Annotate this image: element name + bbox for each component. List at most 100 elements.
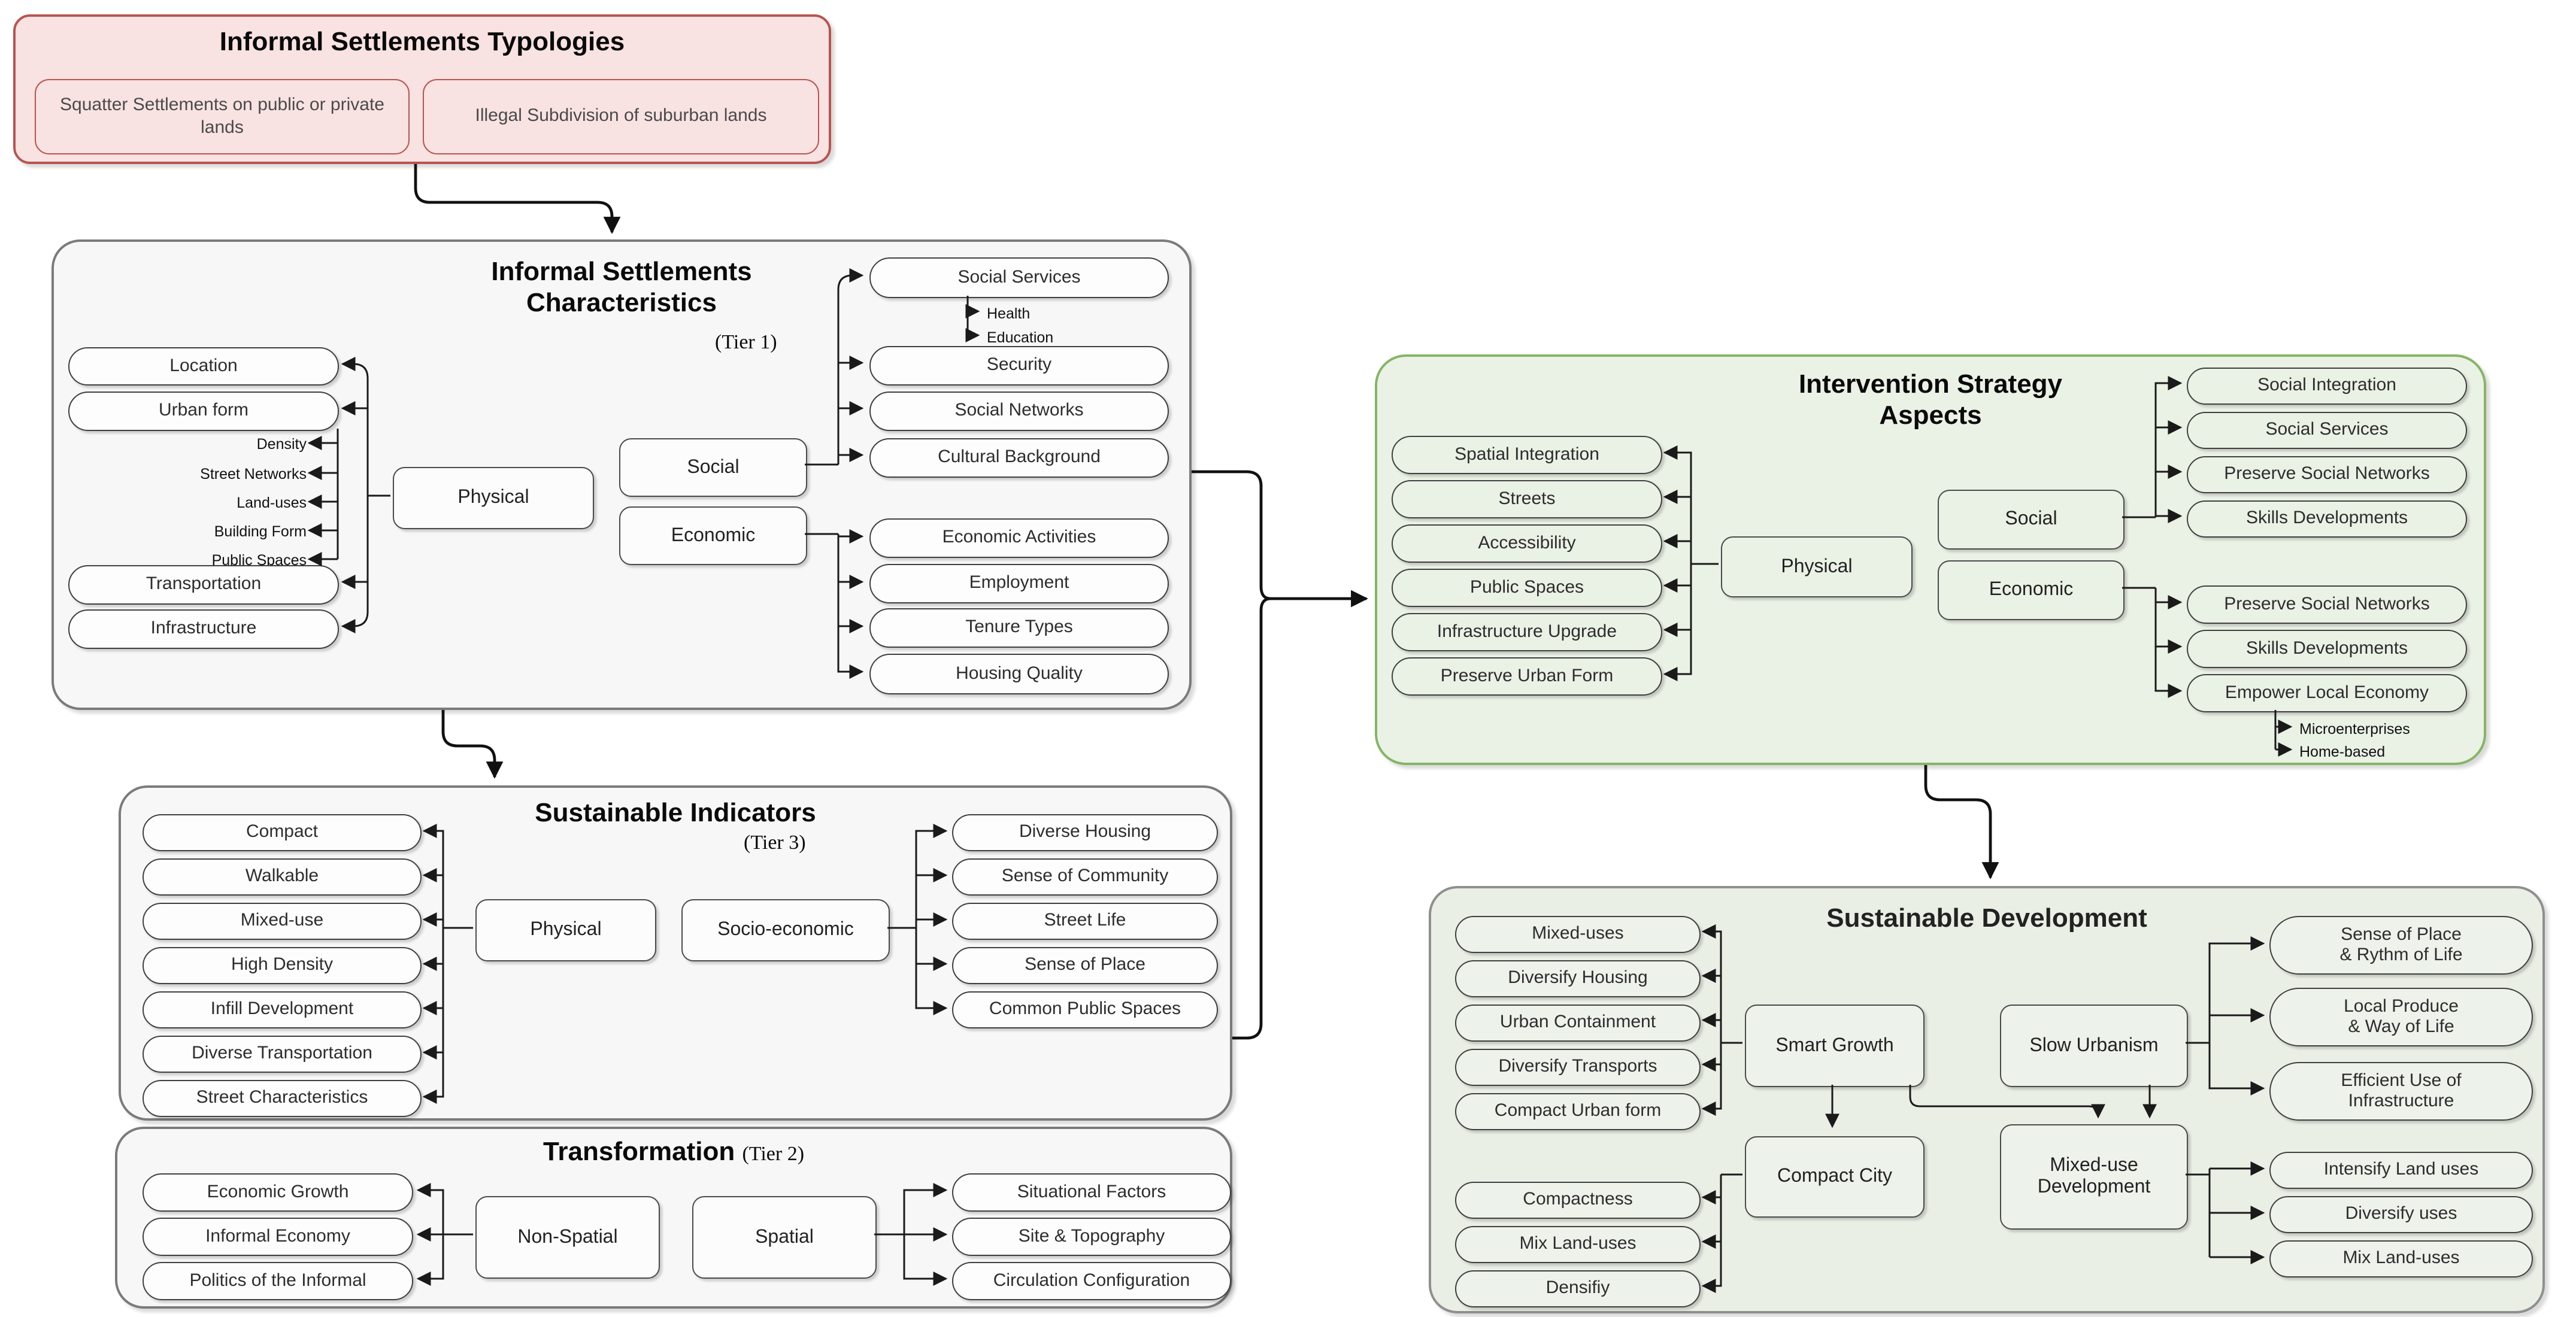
node-infrastructure: Infrastructure — [68, 609, 339, 649]
node-empower-local-economy: Empower Local Economy — [2187, 674, 2467, 712]
transformation-title: Transformation (Tier 2) — [117, 1136, 1230, 1168]
node-diversify-housing: Diversify Housing — [1455, 960, 1701, 997]
node-spatial-integration: Spatial Integration — [1392, 436, 1662, 474]
hub-indicators-physical: Physical — [475, 899, 656, 961]
transformation-tier-label: (Tier 2) — [742, 1142, 805, 1165]
node-intensify-land-uses: Intensify Land uses — [2269, 1152, 2533, 1189]
link-indicators-to-merge — [1232, 597, 1271, 1040]
node-street-life: Street Life — [952, 903, 1218, 940]
node-situational-factors: Situational Factors — [952, 1173, 1231, 1212]
label-health: Health — [987, 305, 1031, 322]
hub-compact-city: Compact City — [1745, 1136, 1925, 1218]
node-walkable: Walkable — [143, 858, 422, 896]
node-public-spaces-intervention: Public Spaces — [1392, 569, 1662, 607]
node-circulation-configuration: Circulation Configuration — [952, 1262, 1231, 1300]
node-social-services: Social Services — [869, 257, 1169, 298]
node-mixed-uses: Mixed-uses — [1455, 916, 1701, 953]
label-building-form: Building Form — [214, 523, 307, 540]
arrow-intervention-to-development — [1924, 765, 1999, 879]
node-densifiy: Densifiy — [1455, 1270, 1701, 1307]
hub-intervention-economic: Economic — [1938, 560, 2125, 620]
hub-indicators-socio-economic: Socio-economic — [681, 899, 890, 961]
group-transformation: Transformation (Tier 2) Economic Growth … — [115, 1127, 1232, 1309]
hub-characteristics-physical: Physical — [393, 467, 594, 529]
node-informal-economy: Informal Economy — [143, 1218, 413, 1256]
label-home-based: Home-based — [2299, 744, 2386, 760]
node-transportation: Transportation — [68, 565, 339, 605]
node-preserve-social-networks-1: Preserve Social Networks — [2187, 456, 2467, 493]
node-common-public-spaces: Common Public Spaces — [952, 991, 1218, 1028]
node-site-topography: Site & Topography — [952, 1218, 1231, 1256]
node-diverse-housing: Diverse Housing — [952, 814, 1218, 851]
node-compact-urban-form: Compact Urban form — [1455, 1093, 1701, 1130]
group-intervention: Intervention Strategy Aspects Spatial In… — [1375, 354, 2486, 765]
hub-slow-urbanism: Slow Urbanism — [2000, 1005, 2188, 1087]
node-preserve-social-networks-2: Preserve Social Networks — [2187, 585, 2467, 624]
hub-characteristics-economic: Economic — [619, 506, 807, 565]
group-development: Sustainable Development Mixed-uses Diver… — [1429, 886, 2545, 1313]
arrow-typologies-to-characteristics — [414, 164, 621, 234]
node-diverse-transportation: Diverse Transportation — [143, 1036, 422, 1073]
node-high-density: High Density — [143, 947, 422, 984]
group-characteristics: Informal Settlements Characteristics (Ti… — [51, 239, 1192, 710]
node-location: Location — [68, 347, 339, 386]
node-social-services-intervention: Social Services — [2187, 412, 2467, 449]
link-characteristics-to-merge — [1192, 470, 1271, 600]
node-compactness: Compactness — [1455, 1182, 1701, 1219]
node-security: Security — [869, 346, 1169, 386]
node-employment: Employment — [869, 564, 1169, 603]
node-street-characteristics: Street Characteristics — [143, 1080, 422, 1117]
group-typologies: Informal Settlements Typologies Squatter… — [13, 14, 831, 164]
characteristics-title: Informal Settlements Characteristics — [491, 256, 752, 318]
node-compact: Compact — [143, 814, 422, 851]
indicators-title: Sustainable Indicators — [535, 797, 816, 827]
node-urban-containment: Urban Containment — [1455, 1005, 1701, 1042]
label-microenterprises: Microenterprises — [2299, 721, 2410, 738]
node-preserve-urban-form: Preserve Urban Form — [1392, 657, 1662, 696]
indicators-tier-label: (Tier 3) — [744, 831, 806, 854]
node-tenure-types: Tenure Types — [869, 608, 1169, 648]
node-politics-of-the-informal: Politics of the Informal — [143, 1262, 413, 1300]
node-squatter-settlements: Squatter Settlements on public or privat… — [35, 79, 410, 154]
node-social-integration: Social Integration — [2187, 368, 2467, 405]
label-land-uses: Land-uses — [237, 494, 307, 511]
node-housing-quality: Housing Quality — [869, 654, 1169, 694]
node-efficient-infrastructure: Efficient Use of Infrastructure — [2269, 1062, 2533, 1121]
node-diversify-uses: Diversify uses — [2269, 1196, 2533, 1233]
arrow-characteristics-to-indicators — [441, 710, 504, 779]
characteristics-tier-label: (Tier 1) — [715, 330, 777, 353]
node-urban-form: Urban form — [68, 392, 339, 431]
node-sense-of-place-rythm: Sense of Place & Rythm of Life — [2269, 916, 2533, 975]
node-sense-of-community: Sense of Community — [952, 858, 1218, 896]
node-economic-growth: Economic Growth — [143, 1173, 413, 1212]
node-infill-development: Infill Development — [143, 991, 422, 1028]
label-education: Education — [987, 329, 1054, 346]
node-local-produce: Local Produce & Way of Life — [2269, 988, 2533, 1046]
hub-mixed-use-development: Mixed-use Development — [2000, 1124, 2188, 1230]
group-indicators: Sustainable Indicators (Tier 3) Compact … — [119, 785, 1232, 1121]
hub-intervention-physical: Physical — [1721, 536, 1913, 597]
node-cultural-background: Cultural Background — [869, 438, 1169, 478]
node-sense-of-place: Sense of Place — [952, 947, 1218, 984]
node-infrastructure-upgrade: Infrastructure Upgrade — [1392, 613, 1662, 651]
hub-transformation-non-spatial: Non-Spatial — [475, 1196, 660, 1279]
node-social-networks: Social Networks — [869, 392, 1169, 431]
node-mix-land-uses-mixed: Mix Land-uses — [2269, 1240, 2533, 1277]
intervention-title: Intervention Strategy Aspects — [1798, 369, 2063, 430]
development-title: Sustainable Development — [1826, 903, 2147, 933]
node-mixed-use: Mixed-use — [143, 903, 422, 940]
typologies-title: Informal Settlements Typologies — [219, 26, 625, 56]
node-mix-land-uses-compact: Mix Land-uses — [1455, 1226, 1701, 1263]
node-skills-developments-2: Skills Developments — [2187, 630, 2467, 668]
hub-characteristics-social: Social — [619, 438, 807, 497]
node-skills-developments-1: Skills Developments — [2187, 500, 2467, 538]
hub-transformation-spatial: Spatial — [692, 1196, 877, 1279]
node-accessibility: Accessibility — [1392, 524, 1662, 563]
node-diversify-transports: Diversify Transports — [1455, 1049, 1701, 1086]
node-economic-activities: Economic Activities — [869, 518, 1169, 558]
hub-intervention-social: Social — [1938, 490, 2125, 550]
node-streets: Streets — [1392, 480, 1662, 518]
hub-smart-growth: Smart Growth — [1745, 1005, 1925, 1087]
node-illegal-subdivision: Illegal Subdivision of suburban lands — [423, 79, 819, 154]
transformation-title-text: Transformation — [543, 1136, 735, 1166]
